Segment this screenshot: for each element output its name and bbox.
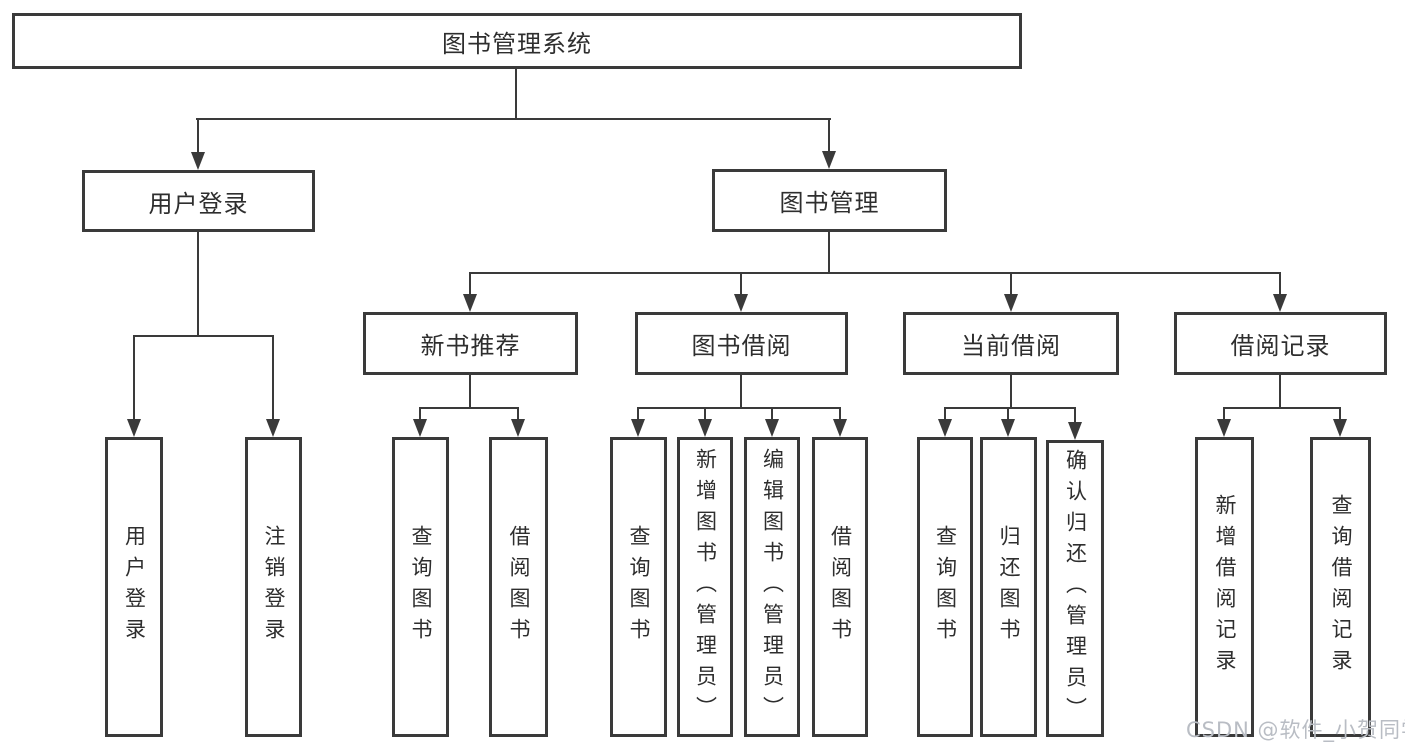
leaf-confirm-return-admin-label: 确认归还（管理员）	[1063, 449, 1088, 728]
connector-line	[469, 272, 471, 298]
connector-line	[740, 272, 742, 298]
connector-line	[1223, 407, 1225, 423]
leaf-edit-book-admin: 编辑图书（管理员）	[744, 437, 800, 737]
leaf-query-books-recommend-label: 查询图书	[409, 525, 434, 649]
node-borrow-records: 借阅记录	[1174, 312, 1387, 375]
leaf-query-books-current: 查询图书	[917, 437, 973, 737]
leaf-edit-book-admin-label: 编辑图书（管理员）	[760, 447, 785, 727]
arrowhead-icon	[463, 294, 477, 312]
leaf-query-borrow-record-label: 查询借阅记录	[1329, 494, 1354, 680]
node-book-borrow: 图书借阅	[635, 312, 848, 375]
leaf-query-books-borrow-label: 查询图书	[627, 525, 652, 649]
node-new-book-recommend: 新书推荐	[363, 312, 578, 375]
node-book-management: 图书管理	[712, 169, 947, 232]
arrowhead-icon	[822, 151, 836, 169]
arrowhead-icon	[1217, 419, 1231, 437]
leaf-add-borrow-record-label: 新增借阅记录	[1213, 494, 1238, 680]
leaf-logout-label: 注销登录	[262, 525, 287, 649]
node-user-login-label: 用户登录	[148, 189, 249, 218]
connector-line	[839, 407, 841, 423]
connector-line	[740, 373, 742, 409]
leaf-return-books-label: 归还图书	[997, 525, 1022, 649]
connector-line	[133, 335, 135, 423]
leaf-user-login-label: 用户登录	[122, 525, 147, 649]
connector-line	[944, 407, 1076, 409]
leaf-add-borrow-record: 新增借阅记录	[1195, 437, 1254, 737]
leaf-add-book-admin: 新增图书（管理员）	[677, 437, 733, 737]
connector-line	[197, 230, 199, 337]
arrowhead-icon	[698, 419, 712, 437]
leaf-query-books-recommend: 查询图书	[392, 437, 449, 737]
leaf-add-book-admin-label: 新增图书（管理员）	[693, 447, 718, 727]
node-book-management-label: 图书管理	[779, 189, 880, 217]
connector-line	[1279, 272, 1281, 298]
arrowhead-icon	[266, 419, 280, 437]
leaf-borrow-books-2-label: 借阅图书	[828, 525, 853, 649]
leaf-query-books-current-label: 查询图书	[933, 525, 958, 649]
connector-line	[1339, 407, 1341, 423]
arrowhead-icon	[765, 419, 779, 437]
arrowhead-icon	[734, 294, 748, 312]
connector-line	[1007, 407, 1009, 423]
arrowhead-icon	[191, 152, 205, 170]
node-current-borrow-label: 当前借阅	[961, 332, 1061, 360]
node-user-login: 用户登录	[82, 170, 315, 232]
connector-line	[469, 272, 1281, 274]
connector-line	[944, 407, 946, 423]
arrowhead-icon	[413, 419, 427, 437]
connector-line	[1074, 407, 1076, 426]
connector-line	[419, 407, 421, 423]
arrowhead-icon	[1001, 419, 1015, 437]
node-book-borrow-label: 图书借阅	[691, 332, 792, 360]
connector-line	[771, 407, 773, 423]
arrowhead-icon	[631, 419, 645, 437]
connector-line	[1010, 272, 1012, 298]
connector-line	[1223, 407, 1341, 409]
connector-line	[1010, 373, 1012, 409]
arrowhead-icon	[1004, 294, 1018, 312]
connector-line	[828, 230, 830, 274]
arrowhead-icon	[127, 419, 141, 437]
leaf-query-books-borrow: 查询图书	[610, 437, 667, 737]
connector-line	[1279, 373, 1281, 409]
leaf-query-borrow-record: 查询借阅记录	[1310, 437, 1371, 737]
arrowhead-icon	[1068, 422, 1082, 440]
connector-line	[704, 407, 706, 423]
arrowhead-icon	[938, 419, 952, 437]
arrowhead-icon	[1333, 419, 1347, 437]
connector-line	[828, 118, 830, 155]
node-new-book-recommend-label: 新书推荐	[420, 332, 521, 360]
connector-line	[133, 335, 274, 337]
node-current-borrow: 当前借阅	[903, 312, 1119, 375]
connector-line	[197, 118, 199, 156]
connector-line	[419, 407, 519, 409]
arrowhead-icon	[833, 419, 847, 437]
connector-line	[469, 373, 471, 409]
connector-line	[196, 118, 831, 120]
leaf-borrow-books-recommend: 借阅图书	[489, 437, 548, 737]
leaf-user-login: 用户登录	[105, 437, 163, 737]
connector-line	[517, 407, 519, 423]
connector-line	[272, 335, 274, 423]
leaf-borrow-books-recommend-label: 借阅图书	[507, 525, 532, 649]
leaf-confirm-return-admin: 确认归还（管理员）	[1046, 440, 1104, 737]
arrowhead-icon	[511, 419, 525, 437]
node-borrow-records-label: 借阅记录	[1230, 332, 1331, 360]
node-root: 图书管理系统	[12, 13, 1022, 69]
arrowhead-icon	[1273, 294, 1287, 312]
connector-line	[637, 407, 841, 409]
connector-line	[637, 407, 639, 423]
node-root-label: 图书管理系统	[442, 29, 592, 58]
leaf-logout: 注销登录	[245, 437, 302, 737]
leaf-return-books: 归还图书	[980, 437, 1037, 737]
connector-line	[515, 69, 517, 120]
leaf-borrow-books-2: 借阅图书	[812, 437, 868, 737]
csdn-watermark: CSDN @软件_小贺同学	[1186, 718, 1405, 742]
